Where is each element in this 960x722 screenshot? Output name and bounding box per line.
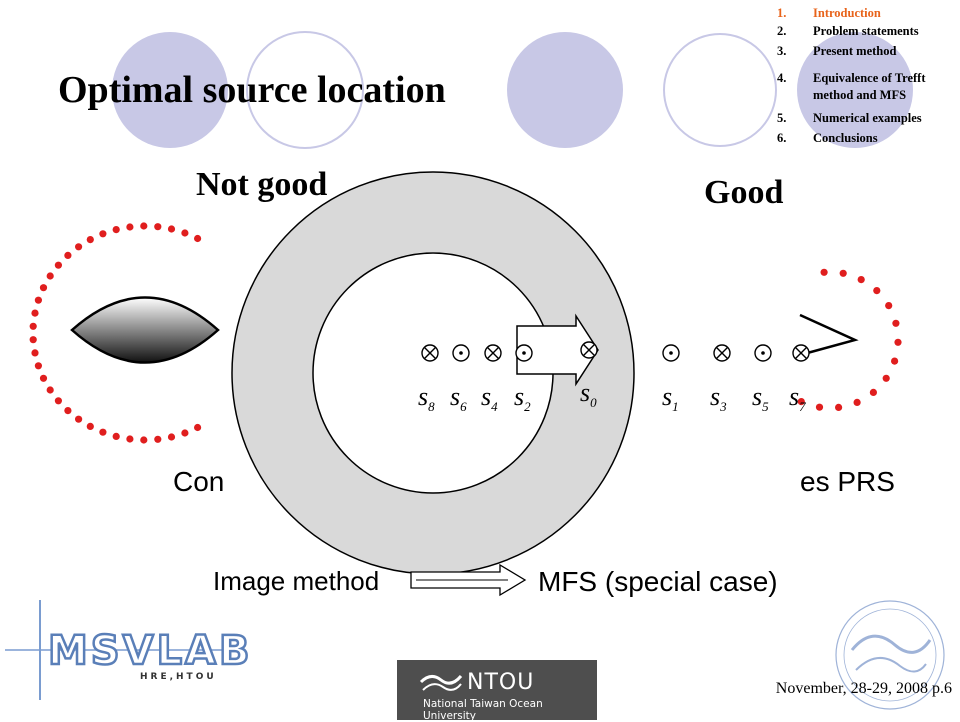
left-arc-dot <box>46 386 54 394</box>
right-arc-dot <box>892 319 900 327</box>
left-arc-dot <box>31 309 39 317</box>
left-arc-dot <box>112 432 120 440</box>
left-lens-shape <box>70 296 220 364</box>
label-s6: s6 <box>450 382 467 414</box>
right-arc-dot <box>853 398 861 406</box>
left-arc-dot <box>39 374 48 382</box>
left-arc-dot <box>112 226 120 234</box>
left-arc-dot <box>181 429 189 437</box>
not-good-label: Not good <box>196 166 328 203</box>
msvlab-logo <box>5 600 230 700</box>
right-arc-dot <box>869 388 878 396</box>
left-arc-dot <box>86 422 94 430</box>
label-s2: s2 <box>514 382 531 414</box>
left-arc-dot <box>126 223 134 231</box>
left-arc-dot <box>140 436 148 444</box>
label-s8: s8 <box>418 382 435 414</box>
left-arc-dot <box>54 397 63 405</box>
left-arc-dot <box>99 428 107 436</box>
left-arc-dot <box>39 284 48 292</box>
source-s4-marker <box>484 344 502 362</box>
left-arc-dot <box>29 336 37 344</box>
left-arc-dot <box>75 415 83 423</box>
ntou-logo: NTOU National Taiwan Ocean University <box>397 660 597 722</box>
left-arc-dot <box>64 251 72 259</box>
left-arc-dot <box>75 243 83 251</box>
left-arc-dot <box>64 407 72 415</box>
left-arc-dot <box>167 225 176 233</box>
left-arc-dot <box>194 423 202 432</box>
source-s8-marker <box>421 344 439 362</box>
left-arc-dot <box>29 322 37 330</box>
source-s5-marker <box>754 344 772 362</box>
label-s5: s5 <box>752 382 769 414</box>
right-lens-shape <box>799 313 859 357</box>
wave-seal-logo <box>835 600 945 710</box>
deco-circle-outline-1 <box>246 31 364 149</box>
left-source-dots <box>29 222 202 444</box>
left-arc-dot <box>99 230 107 238</box>
seal-inner-ring <box>843 608 937 702</box>
block-arrow <box>516 313 599 387</box>
ntou-wave-icon <box>419 675 463 691</box>
mfs-label: MFS (special case) <box>538 566 778 597</box>
right-arc-dot <box>820 268 828 276</box>
right-arc-dot <box>885 302 893 310</box>
left-arc-dot <box>154 435 162 443</box>
left-arc-dot <box>86 236 94 244</box>
deco-circle-filled-3 <box>797 32 913 148</box>
left-arc-dot <box>181 229 189 237</box>
label-s1: s1 <box>662 382 679 414</box>
right-arc-dot <box>882 374 890 382</box>
deco-circle-filled-1 <box>112 32 228 148</box>
left-arc-dot <box>34 362 43 370</box>
source-s0-marker <box>580 341 598 359</box>
left-arc-dot <box>126 435 134 443</box>
source-s6-marker <box>452 344 470 362</box>
left-arc-dot <box>140 222 148 230</box>
source-s3-marker <box>713 344 731 362</box>
label-s0: s0 <box>580 378 597 410</box>
left-arc-dot <box>167 433 176 441</box>
deco-circle-outline-2 <box>663 33 777 147</box>
label-s7: s7 <box>789 382 806 414</box>
seal-outer-ring <box>835 600 945 710</box>
right-arc-dot <box>873 287 881 295</box>
right-caption: es PRS <box>800 466 895 497</box>
left-caption: Con <box>173 466 225 497</box>
right-arc-dot <box>839 269 847 277</box>
msvlab-logo-text: MSVLAB <box>47 627 253 676</box>
ntou-name: NTOU <box>467 670 535 695</box>
seal-wave-1 <box>850 634 932 654</box>
slide-title: Optimal source location <box>58 69 446 111</box>
left-arc-dot <box>31 349 39 357</box>
source-s1-marker <box>662 344 680 362</box>
msvlab-logo-subtext: HRE,HTOU <box>140 672 217 682</box>
left-arc-dot <box>46 272 54 280</box>
left-arc-dot <box>194 234 202 243</box>
right-arc-dot <box>894 338 902 346</box>
source-s2-marker <box>515 344 533 362</box>
right-arc-dot <box>857 276 865 284</box>
seal-wave-2 <box>855 657 927 673</box>
footer-date-page: November, 28-29, 2008 p.6 <box>775 680 952 697</box>
ntou-subtitle: National Taiwan Ocean University <box>423 698 543 722</box>
source-s7-marker <box>792 344 810 362</box>
annulus-domain <box>232 172 635 574</box>
label-s4: s4 <box>481 382 498 414</box>
label-s3: s3 <box>710 382 727 414</box>
good-label: Good <box>704 174 784 211</box>
right-arc-dot <box>835 403 843 411</box>
deco-circle-filled-2 <box>507 32 623 148</box>
image-method-label: Image method <box>213 566 380 596</box>
left-arc-dot <box>54 261 63 269</box>
right-arc-dot <box>815 403 824 411</box>
right-source-dots <box>797 268 902 411</box>
right-arc-dot <box>891 357 899 365</box>
left-arc-dot <box>154 223 162 231</box>
right-arc-dot <box>797 398 805 406</box>
left-arc-dot <box>34 296 43 304</box>
